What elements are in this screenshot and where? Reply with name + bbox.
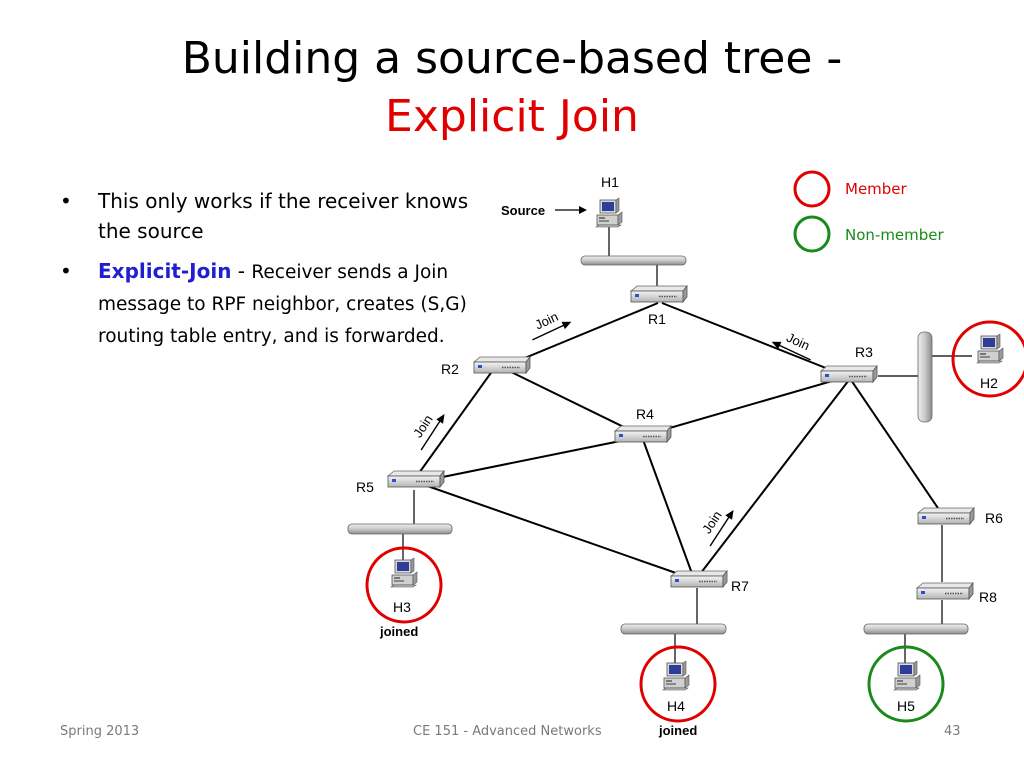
host-label-h5: H5 (897, 698, 915, 714)
router-r5-icon (387, 470, 445, 488)
router-label-r1: R1 (648, 311, 666, 327)
host-h3-icon (390, 557, 418, 588)
router-r6-icon (917, 507, 975, 525)
host-label-h4: H4 (667, 698, 685, 714)
router-label-r8: R8 (979, 589, 997, 605)
router-label-r6: R6 (985, 510, 1003, 526)
bus-h2 (917, 331, 933, 423)
legend-member-swatch (793, 170, 831, 208)
link-r5-r7 (415, 481, 697, 581)
router-r3-icon (820, 365, 878, 383)
source-label: Source (501, 203, 545, 218)
join-label: Join (699, 508, 725, 536)
router-label-r7: R7 (731, 578, 749, 594)
link-r1-r3 (661, 302, 847, 377)
non-member-circle-h5 (867, 645, 945, 723)
join-label: Join (410, 412, 436, 440)
bullet-dot: • (60, 259, 72, 283)
join-arrow-r7-r3: Join (699, 508, 734, 547)
router-label-r4: R4 (636, 406, 654, 422)
bullet-text: Receiver sends a Join message to RPF nei… (98, 262, 467, 347)
link-r2-r5 (413, 369, 494, 481)
router-r2-icon (473, 356, 531, 374)
link-r1-r2 (502, 302, 659, 368)
bullet-item: • Explicit-Join - Receiver sends a Join … (60, 256, 490, 352)
footer-left: Spring 2013 (60, 724, 140, 739)
link-r3-r4 (641, 376, 847, 437)
router-r8-icon (916, 582, 974, 600)
bullet-item: • This only works if the receiver knows … (60, 186, 490, 246)
member-circle-h2 (951, 320, 1024, 398)
host-label-h1: H1 (601, 174, 619, 190)
bullet-dot: • (60, 189, 72, 213)
link-r3-r7 (696, 379, 850, 579)
host-h1-icon (595, 197, 623, 228)
join-arrow-r2-r1: Join (532, 309, 572, 341)
slide-title: Building a source-based tree - Explicit … (0, 30, 1024, 146)
bus-h5 (863, 623, 969, 635)
bus-h3 (347, 523, 453, 535)
title-line-2: Explicit Join (385, 91, 639, 142)
bullet-text: This only works if the receiver knows th… (98, 189, 469, 243)
title-line-1: Building a source-based tree - (181, 33, 843, 84)
legend-non-member-swatch (793, 215, 831, 253)
join-arrow-r3-r1: Join (771, 330, 812, 361)
bullet-emphasis: Explicit-Join (98, 259, 232, 283)
join-arrow-r5-r2: Join (410, 412, 445, 451)
link-r4-r5 (417, 436, 641, 483)
link-r4-r7 (641, 436, 695, 580)
host-h5-icon (893, 660, 921, 691)
joined-label-h3: joined (379, 624, 418, 639)
host-label-h3: H3 (393, 599, 411, 615)
bus-h1 (580, 255, 687, 266)
footer-center: CE 151 - Advanced Networks (413, 724, 602, 739)
member-circle-h4 (639, 645, 717, 723)
host-h4-icon (662, 660, 690, 691)
router-label-r2: R2 (441, 361, 459, 377)
link-r2-r4 (502, 367, 641, 436)
slide-number: 43 (944, 724, 961, 739)
legend-non-member-label: Non-member (845, 226, 945, 244)
host-h2-icon (976, 333, 1004, 364)
router-r7-icon (670, 570, 728, 588)
router-r1-icon (630, 285, 688, 303)
router-label-r3: R3 (855, 344, 873, 360)
bus-h4 (620, 623, 727, 635)
bullet-separator: - (231, 259, 252, 283)
link-r3-r6 (850, 379, 945, 518)
bullet-list: • This only works if the receiver knows … (60, 186, 490, 362)
router-label-r5: R5 (356, 479, 374, 495)
member-circle-h3 (365, 546, 443, 624)
host-label-h2: H2 (980, 375, 998, 391)
legend-member-label: Member (845, 180, 908, 198)
router-r4-icon (614, 425, 672, 443)
joined-label-h4: joined (658, 723, 697, 738)
